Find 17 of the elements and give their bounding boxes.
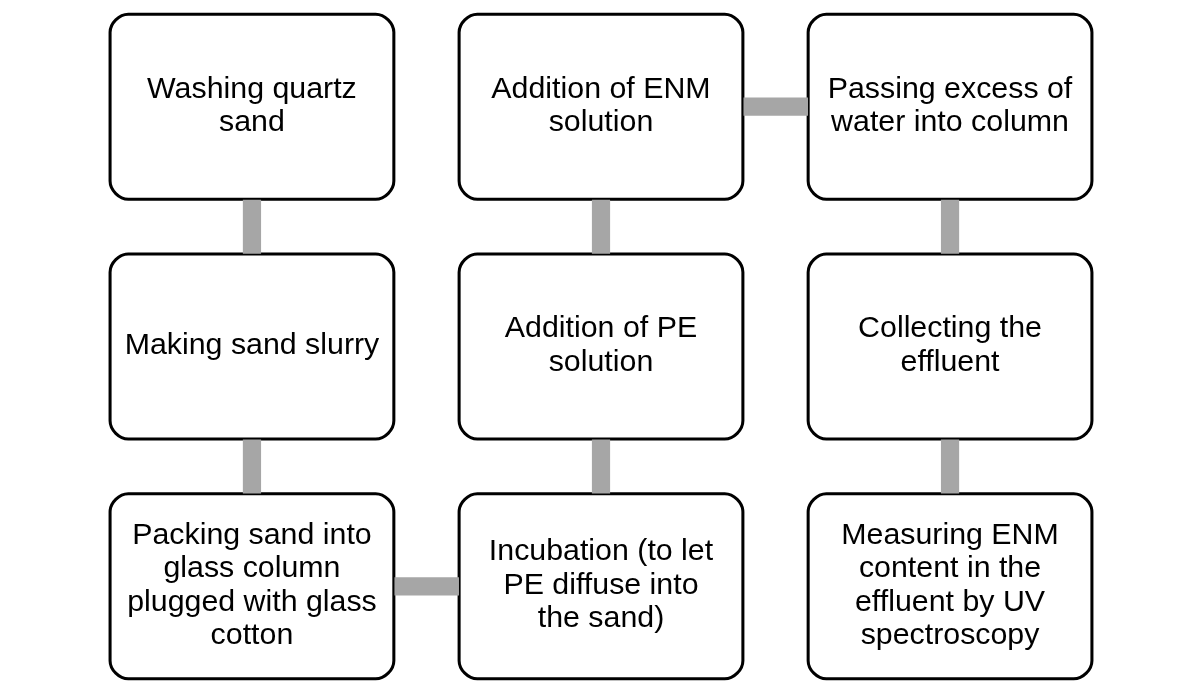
connector bbox=[393, 577, 459, 596]
node-box: Washing quartz sand bbox=[108, 12, 395, 201]
node-box: Passing excess of water into column bbox=[806, 12, 1093, 201]
node-box: Incubation (to let PE diffuse into the sand) bbox=[457, 492, 744, 681]
node-box: Making sand slurry bbox=[108, 252, 395, 441]
node-box: Packing sand into glass column plugged with glass cotton bbox=[108, 492, 395, 681]
node-box: Addition of ENM solution bbox=[457, 12, 744, 201]
connector bbox=[242, 439, 261, 494]
node-box: Addition of PE solution bbox=[457, 252, 744, 441]
connector bbox=[940, 199, 959, 254]
connector bbox=[743, 97, 808, 116]
node-box: Measuring ENM content in the effluent by UV spectroscopy bbox=[806, 492, 1093, 681]
node-box: Collecting the effluent bbox=[806, 252, 1093, 441]
connector bbox=[591, 199, 610, 254]
connector bbox=[940, 439, 959, 494]
connector bbox=[591, 439, 610, 494]
connector bbox=[242, 199, 261, 254]
